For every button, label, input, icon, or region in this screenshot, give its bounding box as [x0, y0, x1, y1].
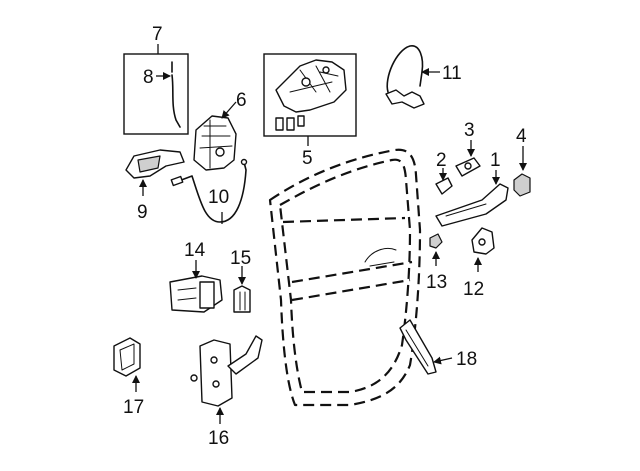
part-17-bracket — [113, 337, 141, 392]
door-outline — [268, 148, 422, 407]
part-9-inside-handle — [125, 149, 185, 196]
callout-12: 12 — [463, 279, 484, 300]
callout-4: 4 — [516, 126, 527, 147]
callout-labels: 1 2 3 4 5 6 7 8 9 10 11 12 13 14 15 16 1… — [123, 24, 527, 449]
callout-2: 2 — [436, 150, 447, 171]
callout-11: 11 — [442, 63, 462, 84]
part-18-weatherstrip — [399, 319, 453, 375]
callout-17: 17 — [123, 397, 144, 418]
part-5-box — [263, 53, 357, 146]
part-13-clip — [429, 233, 443, 266]
callout-18: 18 — [456, 349, 477, 370]
callout-8: 8 — [143, 67, 154, 88]
callout-6: 6 — [236, 90, 247, 111]
callout-16: 16 — [208, 428, 229, 449]
part-11-cable — [385, 45, 440, 109]
part-3-gasket — [455, 140, 481, 177]
callout-14: 14 — [184, 240, 206, 261]
callout-5: 5 — [302, 148, 313, 169]
callout-15: 15 — [230, 248, 251, 269]
callout-1: 1 — [490, 150, 501, 171]
part-15-clip — [233, 266, 251, 313]
part-12-bracket — [471, 227, 495, 272]
callout-9: 9 — [137, 202, 148, 223]
part-4-cap — [513, 146, 531, 197]
part-7-box — [123, 44, 189, 135]
part-2-handle-cap — [435, 168, 453, 195]
part-16-door-check — [190, 335, 263, 424]
callout-10: 10 — [208, 187, 229, 208]
part-14-hinge — [169, 260, 223, 313]
part-1-outside-handle — [435, 170, 509, 227]
callout-13: 13 — [426, 272, 447, 293]
part-6-lock-actuator — [193, 101, 237, 171]
callout-3: 3 — [464, 120, 475, 141]
part-10-cable — [170, 158, 248, 224]
callout-7: 7 — [152, 24, 163, 45]
